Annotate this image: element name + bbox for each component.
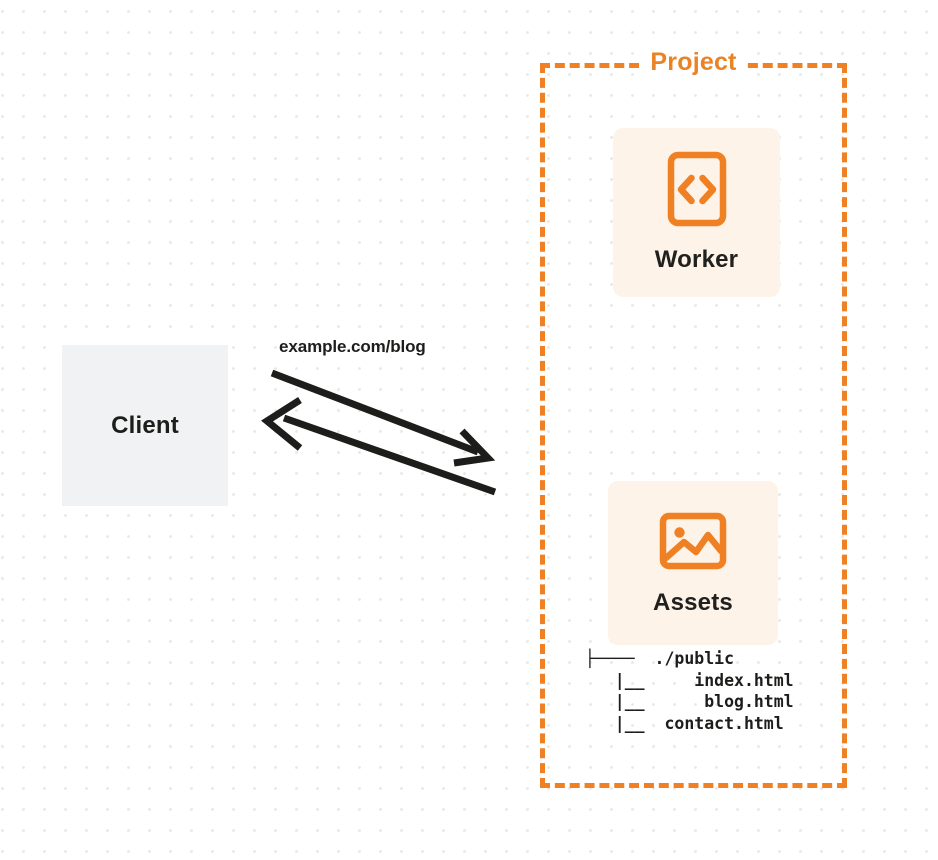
project-title-label: Project	[643, 48, 744, 77]
project-group: Project	[540, 48, 847, 788]
client-node[interactable]: Client	[62, 345, 228, 506]
client-node-label: Client	[111, 411, 179, 439]
image-picture-icon	[659, 512, 727, 569]
response-arrow-to-client	[261, 397, 497, 496]
worker-card[interactable]: Worker	[613, 128, 780, 297]
asset-file-tree: ├──── ./public |__ index.html |__ blog.h…	[585, 649, 794, 733]
assets-card-label: Assets	[653, 588, 733, 616]
assets-card[interactable]: Assets	[608, 481, 778, 645]
worker-card-label: Worker	[654, 246, 739, 273]
edge-url-label: example.com/blog	[279, 337, 426, 356]
request-arrow-to-project	[270, 369, 496, 467]
code-brackets-icon	[667, 151, 726, 227]
